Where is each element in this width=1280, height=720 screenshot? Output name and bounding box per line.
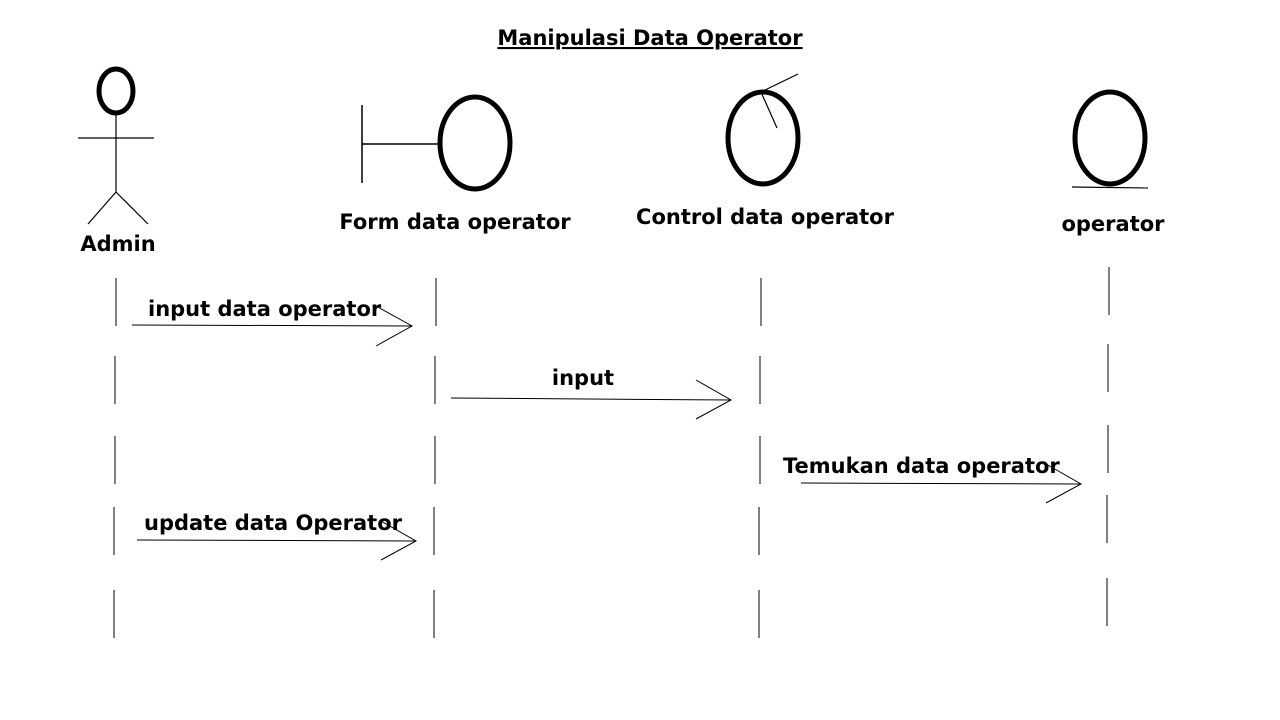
- participant-label-control: Control data operator: [636, 205, 895, 229]
- message-label: Temukan data operator: [783, 454, 1060, 478]
- participant-operator: [1071, 89, 1149, 189]
- participant-label-operator: operator: [1061, 212, 1165, 236]
- entity-icon: [1072, 89, 1148, 187]
- arrow-head: [380, 520, 418, 561]
- message-label: input data operator: [148, 297, 382, 321]
- message-arrow: [131, 324, 413, 327]
- participant-form: [361, 94, 513, 192]
- lifeline-operator: [1106, 267, 1110, 626]
- message-label: update data Operator: [144, 511, 403, 535]
- message-1: input data operator: [131, 297, 414, 347]
- control-icon: [725, 89, 801, 187]
- diagram-title: Manipulasi Data Operator: [497, 26, 803, 50]
- arrow-head: [695, 379, 733, 420]
- message-arrow: [450, 397, 732, 401]
- message-3: Temukan data operator: [783, 454, 1083, 504]
- participant-label-admin: Admin: [80, 232, 155, 256]
- boundary-icon: [437, 94, 513, 192]
- arrow-head: [375, 305, 414, 347]
- lifelines: [113, 267, 1110, 638]
- participant-admin: [78, 66, 154, 225]
- actor-icon: [96, 66, 136, 116]
- participant-control: [725, 73, 801, 187]
- message-4: update data Operator: [136, 511, 418, 561]
- message-arrow: [800, 482, 1082, 485]
- lifeline-form: [433, 278, 437, 638]
- message-arrow: [136, 539, 417, 542]
- lifeline-admin: [113, 278, 117, 638]
- message-label: input: [552, 366, 614, 390]
- message-2: input: [450, 366, 733, 420]
- arrow-head: [1045, 463, 1083, 504]
- participant-label-form: Form data operator: [339, 210, 571, 234]
- lifeline-control: [758, 278, 762, 638]
